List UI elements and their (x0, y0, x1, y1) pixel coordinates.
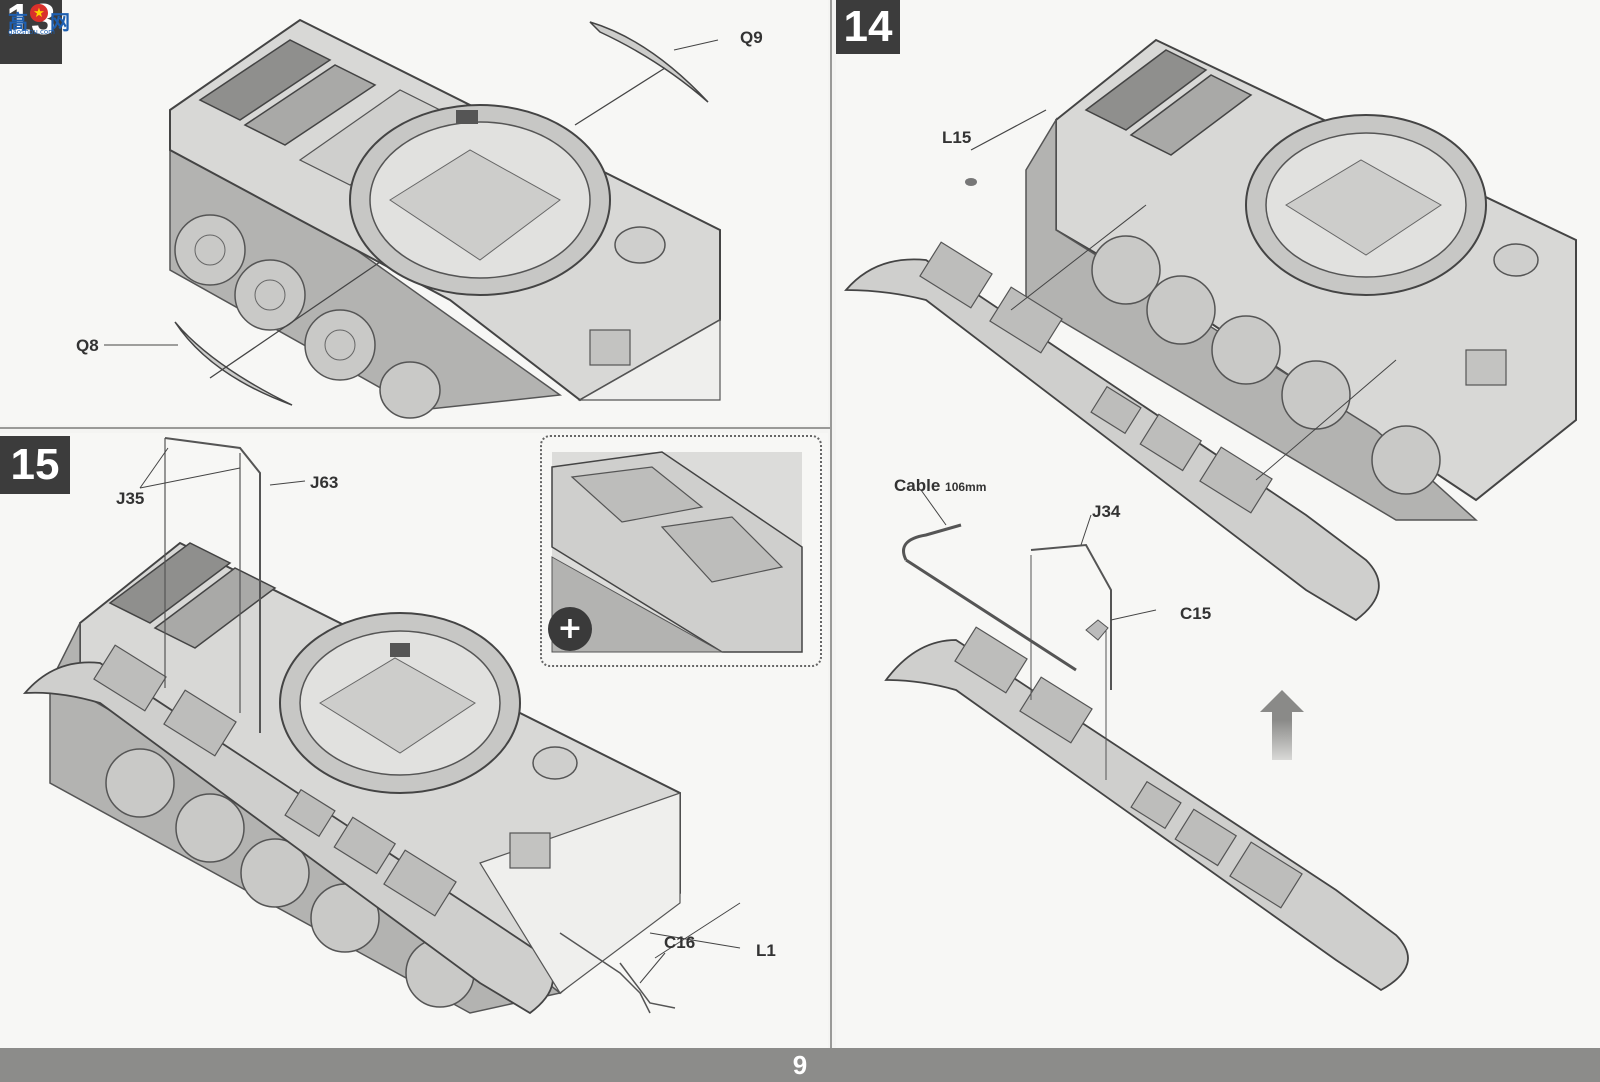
part-label-l1: L1 (756, 941, 776, 960)
watermark-logo: 高 ★ 网 gaoshou.com (8, 4, 70, 36)
part-label-j63: J63 (310, 473, 339, 492)
part-label-q8: Q8 (76, 336, 99, 355)
panel-divider-horizontal (0, 427, 830, 429)
part-label-j34: J34 (1092, 502, 1121, 521)
part-label-c16: C16 (664, 933, 696, 952)
page-number: 9 (792, 1050, 808, 1080)
logo-char-2: 网 (50, 12, 70, 34)
panel-divider-vertical (830, 0, 832, 1048)
step-14-drawing (844, 38, 1577, 992)
part-label-l15: L15 (942, 128, 972, 147)
detail-inset: + (540, 435, 822, 667)
part-label-q9: Q9 (740, 28, 763, 47)
logo-char-1: 高 (8, 12, 28, 34)
part-label-j35: J35 (116, 489, 145, 508)
step-number-15: 15 (0, 436, 70, 494)
step-15-panel: + J35 J63 C16 L1 (0, 433, 828, 1048)
step-13-drawing (104, 18, 721, 419)
cable-length: 106mm (945, 480, 987, 494)
step-15-drawing (22, 437, 741, 1015)
zoom-in-icon: + (548, 607, 592, 651)
detail-inset-drawing (551, 451, 803, 653)
part-label-c15: C15 (1180, 604, 1212, 623)
step-13-panel: Q9 Q8 (0, 0, 828, 425)
page-footer: 9 (0, 1048, 1600, 1082)
cable-label-text: Cable (894, 476, 941, 495)
logo-domain: gaoshou.com (8, 28, 55, 36)
up-arrow-icon (1260, 690, 1304, 760)
star-icon: ★ (30, 4, 48, 22)
part-label-cable: Cable 106mm (894, 476, 986, 496)
step-number-14: 14 (836, 0, 900, 54)
step-14-panel: L15 Cable 106mm J34 C15 (836, 0, 1600, 1048)
